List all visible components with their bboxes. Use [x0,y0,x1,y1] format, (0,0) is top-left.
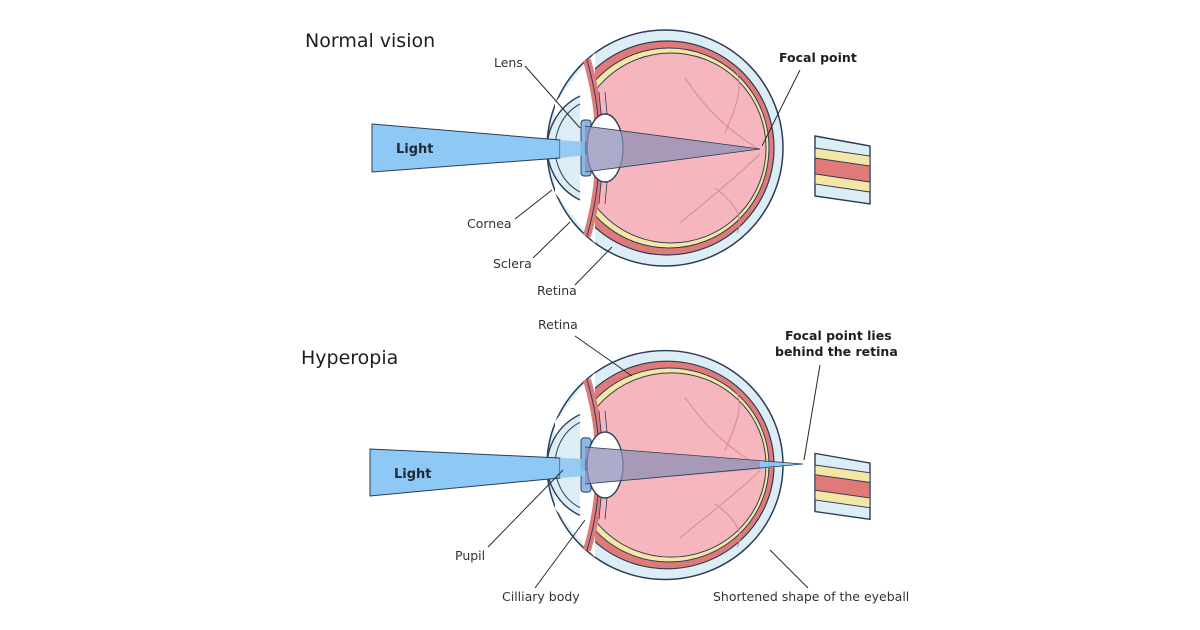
focal-behind-leader [803,364,821,461]
sclera-label: Sclera [493,256,532,271]
normal-retina-label: Retina [537,283,577,298]
focal-point-label: Focal point [779,50,857,65]
hyperopia-retina-leader [574,335,633,377]
normal-vision-panel: Normal vision Light Lens Focal point Cor… [305,30,870,298]
normal-light-label: Light [396,142,434,157]
normal-title: Normal vision [305,30,435,52]
normal-retina-leader [574,246,613,286]
ciliary-body-leader [534,519,586,589]
focal-point-leader [761,69,801,147]
pupil-label: Pupil [455,548,485,563]
focal-behind-line1: Focal point lies [785,328,892,343]
focal-behind-line2: behind the retina [775,344,898,359]
hyperopia-focused-light [585,447,760,484]
hyperopia-title: Hyperopia [301,347,398,369]
hyperopia-panel: Hyperopia Light Retina Focal point lies … [301,317,909,604]
cornea-label: Cornea [467,216,512,231]
hyperopia-retina-label: Retina [538,317,578,332]
ciliary-body-label: Cilliary body [502,589,580,604]
lens-leader [524,65,581,129]
pupil-leader [487,469,564,548]
shortened-label: Shortened shape of the eyeball [713,589,909,604]
lens-label: Lens [494,55,523,70]
hyperopia-light-label: Light [394,467,432,482]
cornea-leader [514,189,553,220]
shortened-leader [769,549,809,589]
sclera-leader [532,221,571,259]
normal-focused-light [585,126,760,172]
